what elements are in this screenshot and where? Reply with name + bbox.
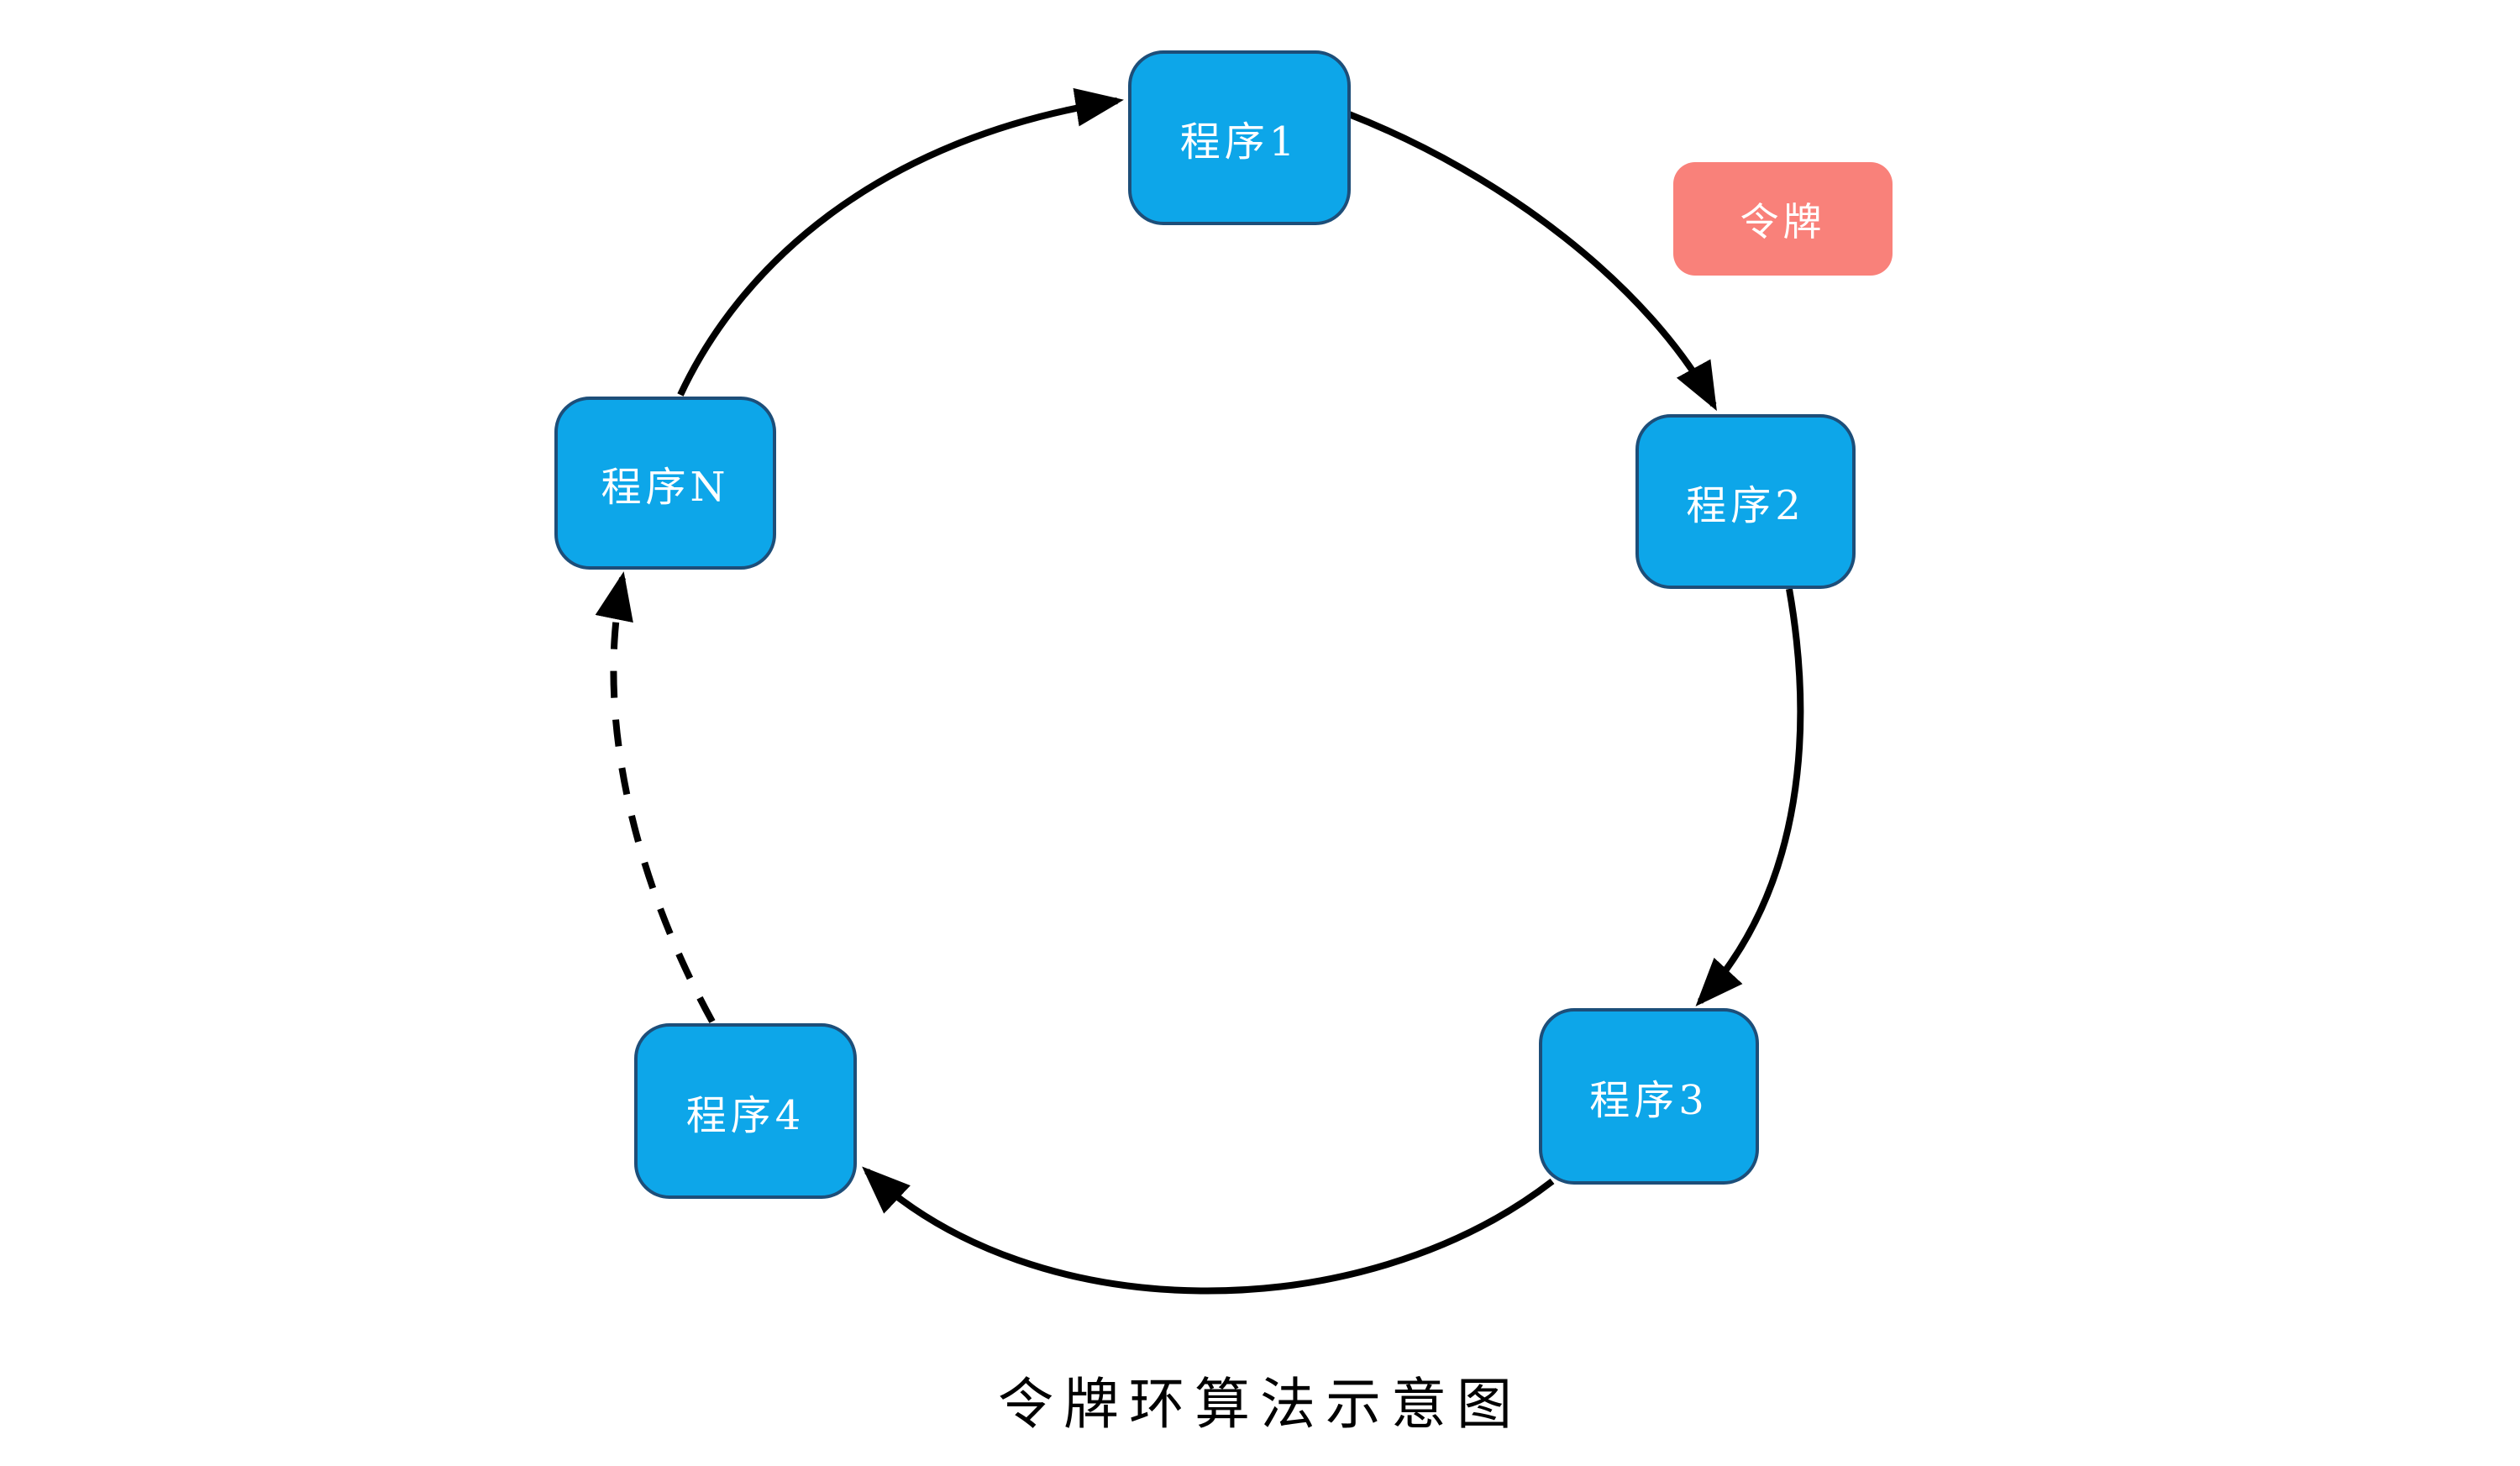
edge-program1-to-program2 [1347, 111, 1717, 412]
token-badge: 令牌 [1673, 162, 1893, 276]
node-program-2-label: 程序2 [1686, 482, 1805, 529]
node-program-4-label: 程序4 [685, 1091, 806, 1139]
node-program-1: 程序1 [1128, 50, 1351, 225]
edge-program3-to-program4 [862, 1166, 1555, 1295]
edge-programN-to-program1 [677, 87, 1124, 397]
node-program-4: 程序4 [634, 1023, 857, 1199]
node-program-n-label: 程序N [601, 464, 730, 511]
edge-program2-to-program3 [1695, 588, 1804, 1006]
edge-program4-to-programN-dashed [595, 571, 716, 1023]
diagram-title: 令牌环算法示意图 [998, 1372, 1522, 1437]
token-badge-label: 令牌 [1740, 198, 1826, 244]
node-program-n: 程序N [554, 397, 776, 570]
node-program-3: 程序3 [1539, 1008, 1759, 1185]
node-program-1-label: 程序1 [1179, 118, 1299, 166]
node-program-3-label: 程序3 [1589, 1077, 1709, 1124]
node-program-2: 程序2 [1635, 414, 1856, 589]
